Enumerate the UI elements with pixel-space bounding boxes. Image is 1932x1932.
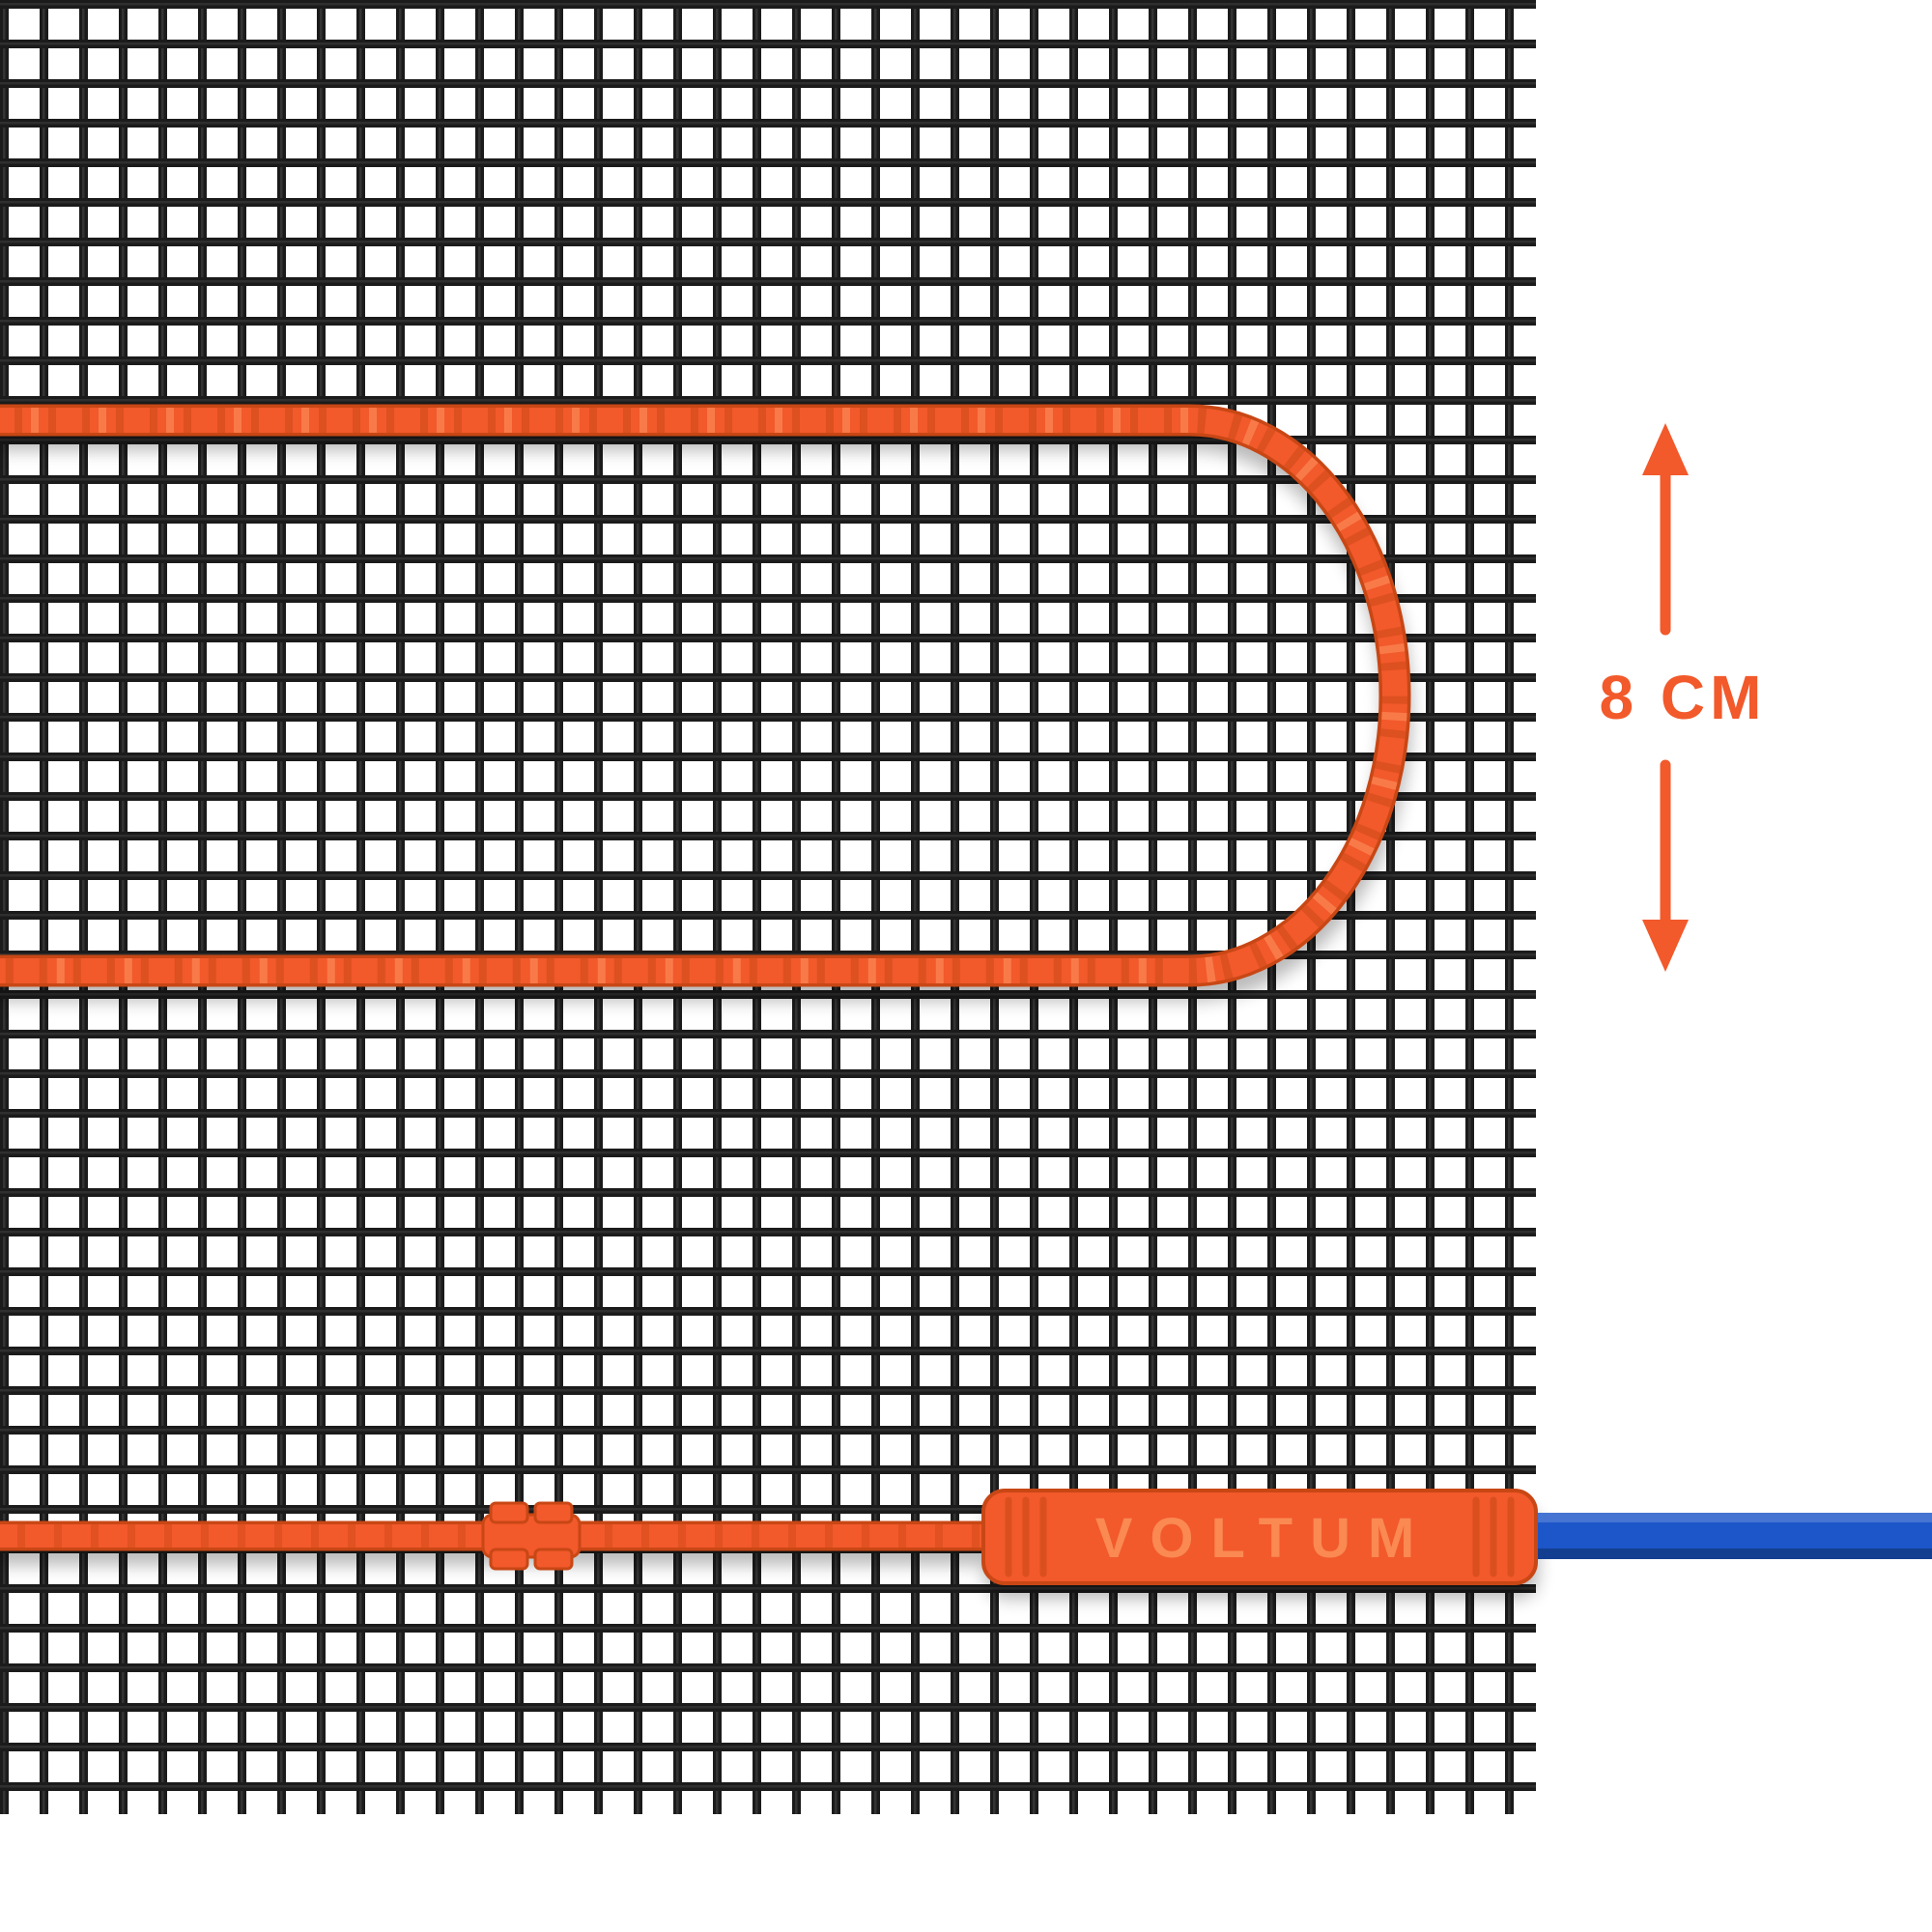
dimension-label: 8 CM <box>1600 663 1767 732</box>
power-cord-sheen <box>1517 1513 1932 1522</box>
arrow-down-icon <box>1642 920 1689 972</box>
power-cord-shade <box>1517 1548 1932 1559</box>
brand-label: VOLTUM <box>1095 1507 1433 1570</box>
connector-sleeve: VOLTUM <box>981 1489 1538 1585</box>
heating-cable <box>0 404 1411 987</box>
arrow-up-icon <box>1642 423 1689 475</box>
dimension-annotation: 8 CM <box>1600 423 1767 972</box>
cable-splice-clip <box>481 1501 582 1571</box>
power-cord <box>1517 1513 1932 1559</box>
connector-end-ridges <box>1005 1496 1515 1577</box>
